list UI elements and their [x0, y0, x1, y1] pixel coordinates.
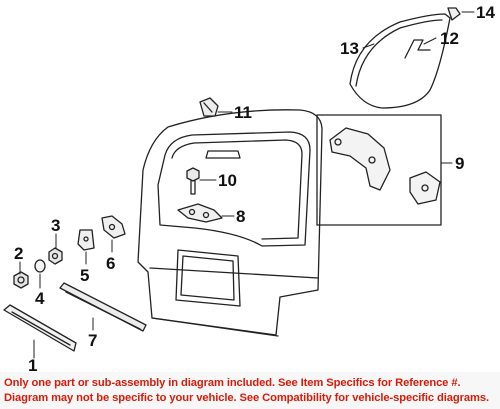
callout-12: 12	[440, 29, 459, 48]
liftgate-body	[137, 109, 323, 337]
callout-labels: 1 2 3 4 5 6 7 8 9 10 11 12 13 14	[14, 3, 495, 372]
callout-5: 5	[80, 266, 89, 285]
parts-diagram: 1 2 3 4 5 6 7 8 9 10 11 12 13 14	[3, 3, 495, 372]
callout-13: 13	[340, 39, 359, 58]
callout-1: 1	[28, 356, 37, 372]
washer-nozzle-part	[404, 39, 431, 59]
nut-part	[13, 271, 29, 289]
callout-6: 6	[106, 254, 115, 273]
callout-2: 2	[14, 244, 23, 263]
grommet-part	[48, 247, 63, 265]
washer-hose-part	[349, 13, 451, 109]
callout-11: 11	[234, 103, 252, 122]
callout-3: 3	[51, 216, 60, 235]
stop-part	[199, 97, 219, 117]
cap-part	[34, 259, 46, 273]
callout-8: 8	[236, 207, 245, 226]
bolt-part	[186, 167, 200, 195]
connector-part	[447, 7, 461, 21]
callout-14: 14	[476, 3, 495, 22]
wiper-arm-part	[3, 304, 77, 352]
bracket-part	[77, 229, 95, 251]
callout-7: 7	[88, 331, 97, 350]
wiper-motor-part	[101, 215, 126, 239]
disclaimer-banner: Only one part or sub-assembly in diagram…	[0, 372, 500, 409]
leader-lines	[19, 11, 475, 359]
wiper-blade-part	[59, 282, 147, 332]
disclaimer-line-2: Diagram may not be specific to your vehi…	[4, 392, 489, 404]
actuator-detail-box	[316, 114, 442, 226]
disclaimer-line-1: Only one part or sub-assembly in diagram…	[4, 377, 461, 389]
callout-4: 4	[35, 289, 45, 308]
callout-9: 9	[455, 154, 464, 173]
callout-10: 10	[218, 171, 237, 190]
latch-part	[177, 203, 223, 223]
